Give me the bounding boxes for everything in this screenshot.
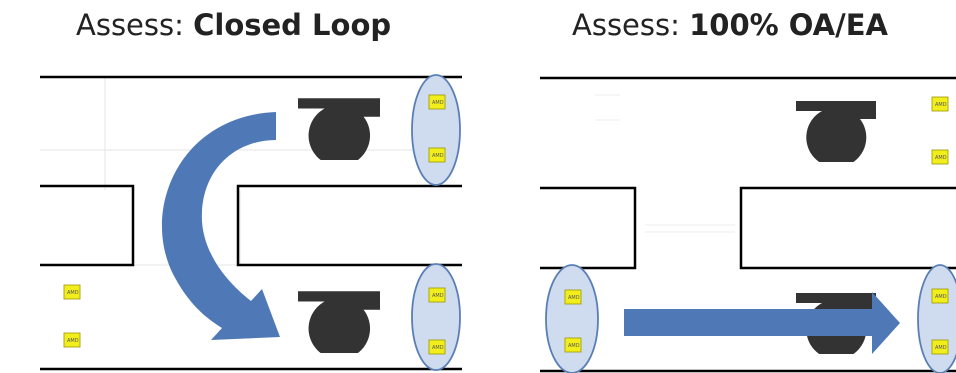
sensor-icon <box>428 287 446 303</box>
sensor-icon <box>931 96 949 112</box>
sensor-label: AMD <box>432 153 444 159</box>
recirculation-arrow <box>161 112 280 340</box>
right-sensors: AMD AMD AMD AMD AMD AMD <box>564 96 949 355</box>
sensor-label: AMD <box>935 102 947 108</box>
sensor-icon <box>931 339 949 355</box>
right-left-sensor-highlight <box>545 264 599 373</box>
sensor-label: AMD <box>432 345 444 351</box>
title-right-prefix: Assess: <box>572 8 690 42</box>
sensor-icon <box>428 147 446 163</box>
sensor-label: AMD <box>935 345 947 351</box>
title-closed-loop: Assess: Closed Loop <box>76 8 391 42</box>
sensor-label: AMD <box>568 343 580 349</box>
sensor-icon <box>931 149 949 165</box>
closed-loop-panel: AMD AMD AMD AMD AMD AMD <box>40 74 462 371</box>
sensor-label: AMD <box>67 338 79 344</box>
flow-arrow <box>624 292 900 354</box>
sensor-label: AMD <box>432 100 444 106</box>
title-100-oa-ea: Assess: 100% OA/EA <box>572 8 888 42</box>
left-lower-sensor-highlight <box>411 263 461 371</box>
sensor-icon <box>428 94 446 110</box>
title-left-prefix: Assess: <box>76 8 194 42</box>
left-upper-sensor-highlight <box>411 74 461 186</box>
left-duct-outline <box>40 75 462 371</box>
oa-ea-panel: AMD AMD AMD AMD AMD AMD <box>540 76 956 373</box>
sensor-icon <box>564 337 582 353</box>
left-faint-grid <box>40 78 460 266</box>
sensor-icon <box>63 284 81 300</box>
right-faint-grid <box>595 94 735 233</box>
right-right-sensor-highlight <box>917 264 956 373</box>
left-upper-fan-icon <box>298 98 380 160</box>
right-duct-outline <box>540 76 956 373</box>
sensor-label: AMD <box>935 294 947 300</box>
sensor-label: AMD <box>67 290 79 296</box>
sensor-icon <box>564 289 582 305</box>
title-right-emphasis: 100% OA/EA <box>689 8 888 42</box>
sensor-icon <box>63 332 81 348</box>
sensor-label: AMD <box>432 293 444 299</box>
title-left-emphasis: Closed Loop <box>193 8 392 42</box>
sensor-label: AMD <box>935 155 947 161</box>
left-sensors: AMD AMD AMD AMD AMD AMD <box>63 94 446 355</box>
sensor-label: AMD <box>568 295 580 301</box>
left-lower-fan-icon <box>298 291 380 353</box>
right-upper-fan-icon <box>796 101 876 162</box>
sensor-icon <box>931 288 949 304</box>
sensor-icon <box>428 339 446 355</box>
